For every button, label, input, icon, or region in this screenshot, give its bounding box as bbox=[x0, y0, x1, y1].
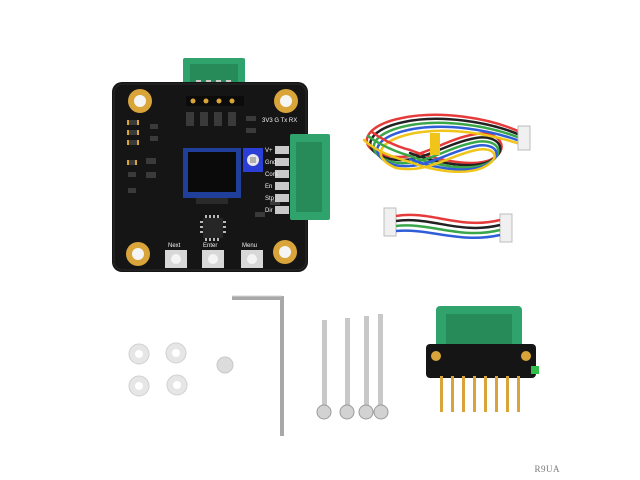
oled-display bbox=[183, 148, 241, 204]
mcu-chip bbox=[200, 215, 226, 241]
pin-header-top bbox=[186, 96, 244, 106]
button-menu bbox=[241, 250, 263, 268]
pin-label-com: Com bbox=[265, 172, 278, 178]
button-enter bbox=[202, 250, 224, 268]
watermark: R9UA bbox=[534, 464, 560, 474]
button-label-menu: Menu bbox=[242, 243, 257, 249]
pin-label-dir: Dir bbox=[265, 208, 273, 214]
pin-label-vplus: V+ bbox=[265, 148, 273, 154]
screw-icon bbox=[316, 314, 389, 420]
pin-label-en: En bbox=[265, 184, 272, 190]
smd-components bbox=[128, 112, 280, 217]
driver-module-icon bbox=[426, 306, 539, 412]
pcb-board-icon: 3V3 G Tx RX bbox=[112, 58, 330, 272]
hex-key-icon bbox=[232, 295, 284, 436]
pin-label-gnd: Gnd bbox=[265, 160, 276, 166]
washer-icon bbox=[128, 342, 234, 397]
button-label-next: Next bbox=[168, 243, 181, 249]
mounting-hole-bl bbox=[126, 242, 150, 266]
mounting-hole-br bbox=[273, 240, 297, 264]
potentiometer bbox=[243, 148, 263, 172]
board-top-label: 3V3 G Tx RX bbox=[262, 118, 297, 124]
pin-label-stp: Stp bbox=[265, 196, 275, 202]
ribbon-cable-icon bbox=[362, 113, 531, 174]
mounting-hole-tr bbox=[274, 89, 298, 113]
button-next bbox=[165, 250, 187, 268]
mounting-hole-tl bbox=[128, 89, 152, 113]
button-label-enter: Enter bbox=[203, 243, 217, 249]
side-connector bbox=[275, 134, 330, 220]
short-cable-icon bbox=[383, 207, 513, 243]
